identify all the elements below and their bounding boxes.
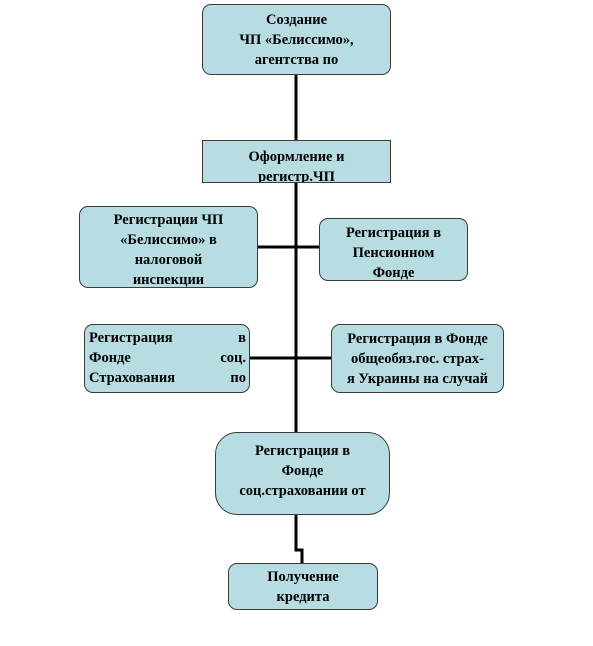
social-left-line-3-start: Страхования: [89, 370, 176, 386]
create-line-1: Создание: [265, 12, 328, 28]
registration-box: Оформление и регистр.ЧП: [202, 140, 391, 183]
tax-line-3: налоговой: [134, 252, 203, 268]
social-left-line-1-start: Регистрация: [89, 330, 173, 346]
social-left-line-2: Фонде соц.: [89, 348, 246, 368]
create-company-box: Создание ЧП «Белиссимо», агентства по: [202, 4, 391, 75]
register-line-2: регистр.ЧП: [258, 169, 335, 183]
tax-line-1: Регистрации ЧП: [113, 212, 224, 228]
connector-social-credit: [294, 515, 304, 563]
social-insurance-fund-box: Регистрация в Фонде соц. Страхования по: [84, 324, 250, 393]
create-line-2: ЧП «Белиссимо»,: [239, 32, 354, 48]
pension-line-3: Фонде: [372, 265, 415, 281]
social-left-line-1-end: в: [238, 330, 246, 346]
tax-line-2: «Белиссимо» в: [120, 232, 217, 248]
obligatory-insurance-fund-box: Регистрация в Фонде общеобяз.гос. страх-…: [331, 324, 504, 393]
register-line-1: Оформление и: [248, 149, 345, 165]
social-mid-line-3: соц.страховании от: [239, 483, 366, 499]
social-left-line-1: Регистрация в: [89, 328, 246, 348]
social-insurance-registration-box: Регистрация в Фонде соц.страховании от: [215, 432, 390, 515]
pension-line-2: Пенсионном: [352, 245, 435, 261]
tax-registration-box: Регистрации ЧП «Белиссимо» в налоговой и…: [79, 206, 258, 288]
credit-line-2: кредита: [276, 589, 330, 605]
social-mid-line-1: Регистрация в: [254, 443, 351, 459]
social-left-line-3-end: по: [230, 370, 246, 386]
credit-line-1: Получение: [267, 569, 339, 585]
pension-line-1: Регистрация в: [345, 225, 442, 241]
social-left-line-3: Страхования по: [89, 368, 246, 388]
create-line-3: агентства по: [254, 52, 339, 68]
obligatory-line-1: Регистрация в Фонде: [347, 331, 488, 347]
obligatory-line-3: я Украины на случай: [346, 371, 489, 387]
tax-line-4: инспекции: [132, 272, 205, 288]
pension-fund-box: Регистрация в Пенсионном Фонде: [319, 218, 468, 281]
social-left-line-2-end: соц.: [220, 350, 246, 366]
social-left-line-2-start: Фонде: [89, 350, 131, 366]
obligatory-line-2: общеобяз.гос. страх-: [351, 351, 484, 367]
social-mid-line-2: Фонде: [281, 463, 324, 479]
obtain-credit-box: Получение кредита: [228, 563, 378, 610]
